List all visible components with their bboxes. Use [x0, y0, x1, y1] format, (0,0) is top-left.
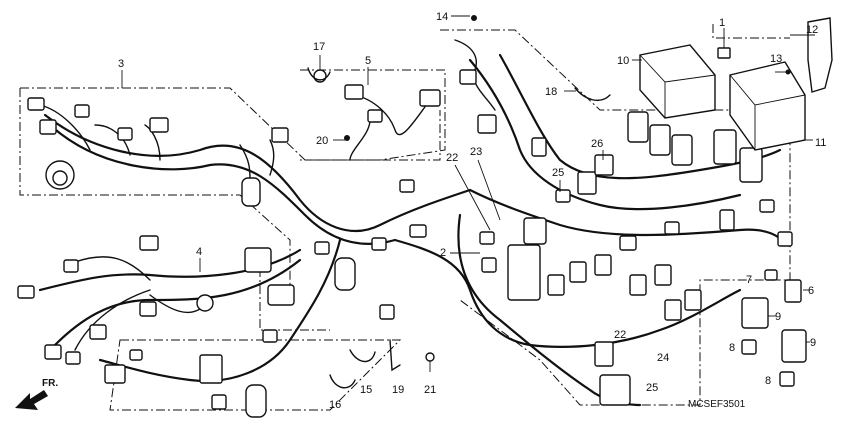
group-box-4 — [259, 268, 330, 331]
harness-trunk-upper — [468, 58, 742, 211]
bracket-12 — [775, 17, 833, 93]
harness-trunk-upper-b — [498, 53, 782, 180]
group-box-2 — [440, 29, 791, 406]
callout-21: 21 — [424, 384, 436, 396]
callout-18: 18 — [545, 86, 557, 98]
harness-trunk-right — [468, 188, 787, 247]
connector-group-3 — [27, 97, 289, 207]
group-box-5 — [300, 69, 446, 161]
callout-6: 6 — [808, 285, 814, 297]
callout-5: 5 — [365, 55, 371, 67]
callout-11: 11 — [815, 137, 826, 149]
connector-group-lower — [104, 329, 278, 418]
callout-22-a: 22 — [446, 152, 458, 164]
harness-trunk-left — [43, 113, 472, 233]
callout-8-a: 8 — [729, 342, 735, 354]
front-direction-arrow: FR. — [15, 378, 58, 410]
callout-1: 1 — [719, 17, 725, 29]
callout-2: 2 — [440, 247, 446, 259]
group-box-10-11 — [712, 24, 790, 39]
callout-19: 19 — [392, 384, 404, 396]
connector-group-5 — [313, 69, 441, 123]
relay-parts — [741, 269, 807, 387]
callout-25-a: 25 — [552, 167, 564, 179]
callout-10: 10 — [617, 55, 629, 67]
callout-16: 16 — [329, 399, 341, 411]
callout-8-b: 8 — [765, 375, 771, 387]
callout-13: 13 — [770, 53, 782, 65]
callout-23: 23 — [470, 146, 482, 158]
callout-24: 24 — [657, 352, 669, 364]
group-box-3 — [19, 87, 441, 300]
callout-26: 26 — [591, 138, 603, 150]
callout-15: 15 — [360, 384, 372, 396]
callout-20: 20 — [316, 135, 328, 147]
callout-4: 4 — [196, 246, 202, 258]
callout-7: 7 — [746, 274, 752, 286]
group-box-lower — [109, 339, 402, 411]
callout-25-b: 25 — [646, 382, 658, 394]
connector-group-center — [314, 69, 547, 320]
callout-9-b: 9 — [810, 337, 816, 349]
harness-trunk-low — [98, 238, 342, 382]
callout-9-a: 9 — [775, 311, 781, 323]
clip-1 — [717, 47, 731, 59]
connector-group-4 — [17, 235, 295, 365]
callout-17: 17 — [313, 41, 325, 53]
callout-12: 12 — [806, 24, 818, 36]
ecu-unit-11 — [729, 61, 806, 151]
harness-top-branch — [39, 104, 275, 181]
ecu-connectors — [627, 111, 763, 183]
leader-lines — [121, 15, 815, 343]
callout-14: 14 — [436, 11, 448, 23]
harness-left-branch-b — [53, 258, 302, 347]
harness-5-branch — [349, 94, 431, 161]
callout-22-b: 22 — [614, 329, 626, 341]
connector-group-2 — [479, 154, 793, 406]
direction-label: FR. — [42, 378, 58, 389]
part-code: MCSEF3501 — [688, 399, 746, 410]
clamp-parts — [307, 15, 611, 389]
callouts: 1 2 3 4 5 6 7 8 8 9 9 10 11 12 13 14 15 … — [118, 11, 826, 411]
harness-trunk-left-b — [48, 123, 397, 245]
ecu-unit-10 — [639, 44, 716, 119]
callout-3: 3 — [118, 58, 124, 70]
